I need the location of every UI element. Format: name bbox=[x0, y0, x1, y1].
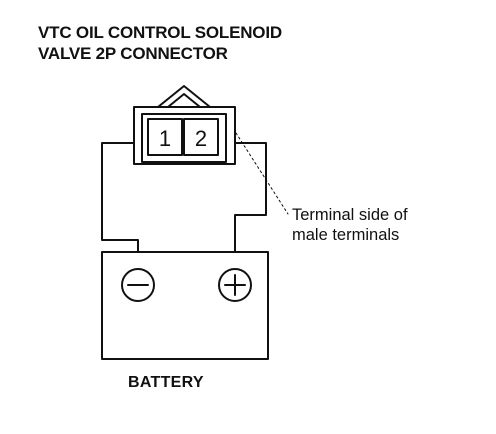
callout-line-2: male terminals bbox=[292, 226, 400, 244]
terminal-2-cavity bbox=[183, 118, 219, 156]
connector-latch bbox=[157, 85, 211, 108]
terminal-1-cavity bbox=[147, 118, 183, 156]
connector-housing bbox=[133, 106, 236, 165]
battery-positive-terminal bbox=[218, 268, 252, 302]
terminal-side-callout: Terminal side of male terminals bbox=[292, 205, 408, 245]
battery-body bbox=[101, 251, 269, 360]
title-line-1: VTC OIL CONTROL SOLENOID bbox=[38, 23, 282, 42]
callout-leader bbox=[235, 132, 289, 215]
battery-label: BATTERY bbox=[128, 374, 204, 391]
callout-line-1: Terminal side of bbox=[292, 206, 408, 224]
connector-inner-frame bbox=[141, 113, 227, 163]
diagram-title: VTC OIL CONTROL SOLENOID VALVE 2P CONNEC… bbox=[38, 22, 282, 64]
title-line-2: VALVE 2P CONNECTOR bbox=[38, 44, 228, 63]
wire-terminal-1-to-negative bbox=[101, 142, 139, 253]
battery-negative-terminal bbox=[121, 268, 155, 302]
terminal-1-number: 1 bbox=[159, 126, 171, 151]
terminal-2-number: 2 bbox=[195, 126, 207, 151]
wire-terminal-2-to-positive bbox=[234, 142, 267, 253]
